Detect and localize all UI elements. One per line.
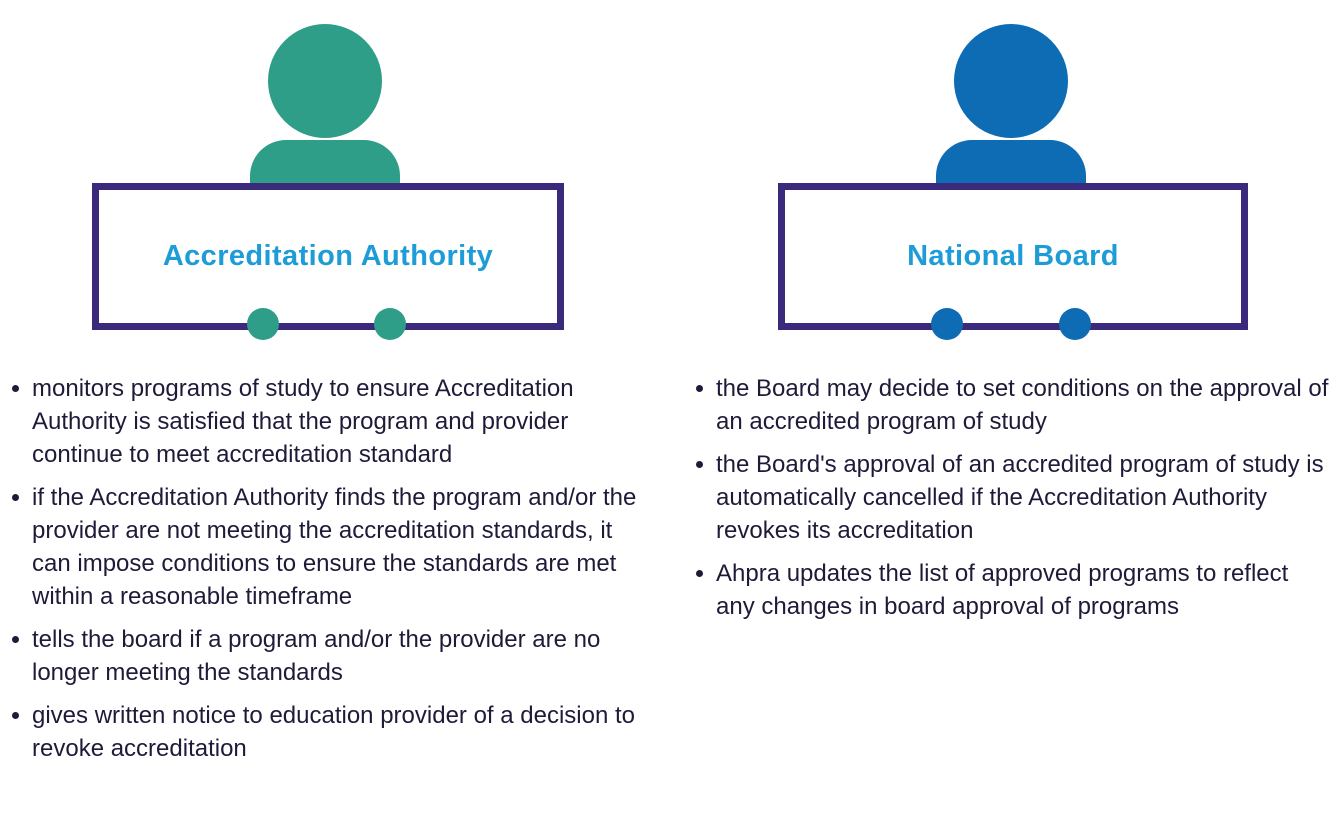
national-board-person-head-icon: [954, 24, 1068, 138]
accreditation-authority-left-hand-icon: [247, 308, 279, 340]
national-board-left-hand-icon: [931, 308, 963, 340]
accreditation-authority-person-head-icon: [268, 24, 382, 138]
national-board-sign-label: National Board: [907, 240, 1119, 272]
accreditation-authority-right-hand-icon: [374, 308, 406, 340]
national-board-bullet-list: the Board may decide to set conditions o…: [692, 372, 1332, 633]
accreditation-authority-bullet-list: monitors programs of study to ensure Acc…: [8, 372, 648, 775]
bullet-item: if the Accreditation Authority finds the…: [8, 481, 648, 613]
bullet-item: the Board may decide to set conditions o…: [692, 372, 1332, 438]
bullet-item: gives written notice to education provid…: [8, 699, 648, 765]
accreditation-authority-sign-label: Accreditation Authority: [162, 240, 494, 272]
national-board-sign: National Board: [778, 183, 1248, 330]
national-board-right-hand-icon: [1059, 308, 1091, 340]
bullet-item: monitors programs of study to ensure Acc…: [8, 372, 648, 471]
accreditation-authority-sign: Accreditation Authority: [92, 183, 564, 330]
bullet-item: Ahpra updates the list of approved progr…: [692, 557, 1332, 623]
bullet-item: the Board's approval of an accredited pr…: [692, 448, 1332, 547]
bullet-item: tells the board if a program and/or the …: [8, 623, 648, 689]
